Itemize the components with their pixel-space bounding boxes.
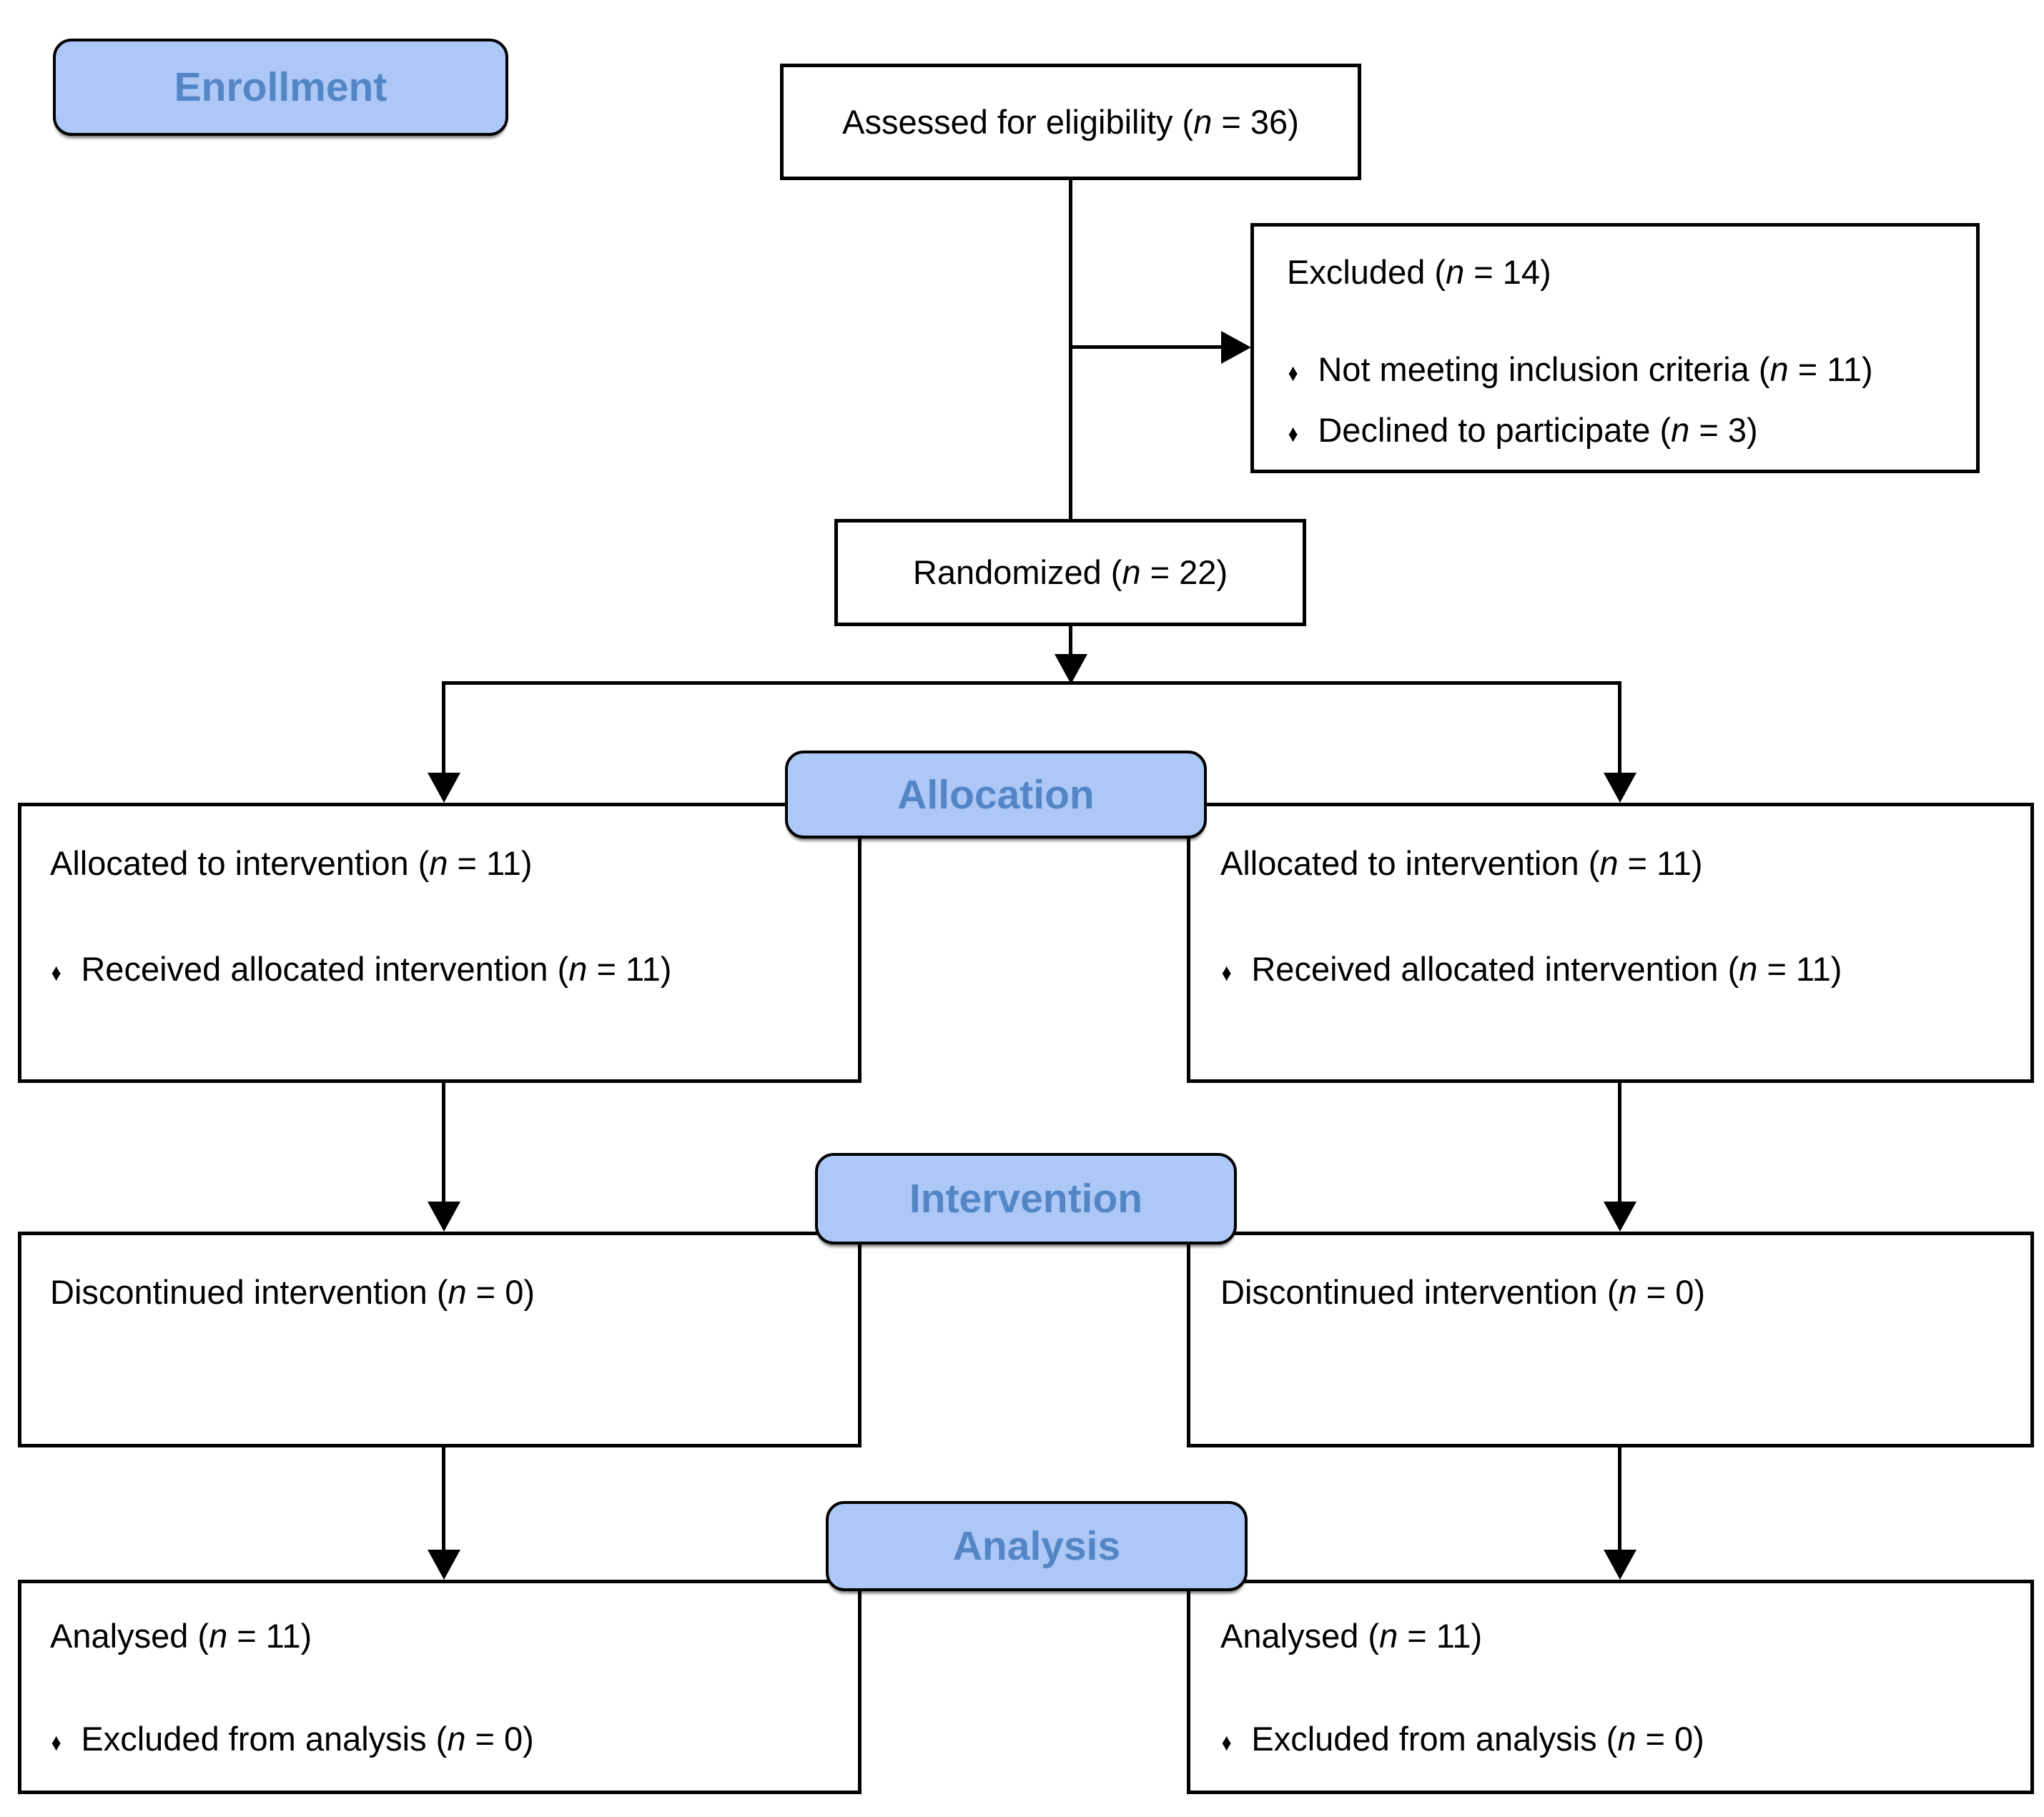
assessed-for-eligibility-box: Assessed for eligibility (n = 36) [780, 64, 1361, 180]
list-item: ♦ Excluded from analysis (n = 0) [1220, 1719, 2000, 1763]
randomized-arrowhead-icon [1055, 654, 1087, 684]
enrollment-stage-band: Enrollment [53, 39, 508, 136]
left-analysed-bullet-text: Excluded from analysis (n = 0) [81, 1720, 534, 1758]
analysis-stage-band: Analysis [826, 1501, 1248, 1591]
left-allocation-bullet-text: Received allocated intervention (n = 11) [81, 950, 672, 988]
right-analysed-box: Analysed (n = 11) ♦ Excluded from analys… [1187, 1580, 2034, 1794]
analysis-stage-label: Analysis [952, 1523, 1121, 1569]
diamond-bullet-icon: ♦ [1288, 420, 1298, 447]
allocation-stage-band: Allocation [785, 751, 1207, 838]
right-allocation-box: Allocated to intervention (n = 11) ♦ Rec… [1187, 803, 2034, 1083]
right-allocation-title: Allocated to intervention (n = 11) [1220, 844, 1703, 882]
right-allocation-to-intervention-line [1618, 1083, 1621, 1203]
right-discontinued-title: Discontinued intervention (n = 0) [1220, 1273, 1705, 1311]
intervention-stage-band: Intervention [815, 1153, 1237, 1244]
excluded-arrowhead-icon [1221, 331, 1251, 364]
list-item: ♦ Received allocated intervention (n = 1… [50, 949, 829, 993]
diamond-bullet-icon: ♦ [1221, 959, 1232, 986]
list-item: ♦ Excluded from analysis (n = 0) [50, 1719, 829, 1763]
split-to-right-allocation-line [1618, 681, 1621, 774]
excluded-box: Excluded (n = 14) ♦ Not meeting inclusio… [1250, 223, 1980, 473]
excluded-reason-text: Not meeting inclusion criteria (n = 11) [1318, 350, 1873, 388]
list-item: ♦ Not meeting inclusion criteria (n = 11… [1287, 350, 1943, 393]
left-allocation-arrowhead-icon [428, 773, 460, 803]
right-intervention-arrowhead-icon [1604, 1202, 1636, 1232]
right-analysed-bullet-text: Excluded from analysis (n = 0) [1251, 1720, 1704, 1758]
assessed-for-eligibility-text: Assessed for eligibility (n = 36) [842, 102, 1299, 141]
left-analysed-title: Analysed (n = 11) [50, 1617, 312, 1655]
randomized-box: Randomized (n = 22) [834, 519, 1306, 626]
left-analysis-arrowhead-icon [428, 1550, 460, 1580]
left-analysed-box: Analysed (n = 11) ♦ Excluded from analys… [18, 1580, 861, 1794]
left-allocation-title: Allocated to intervention (n = 11) [50, 844, 533, 882]
right-intervention-to-analysis-line [1618, 1447, 1621, 1551]
randomized-text: Randomized (n = 22) [912, 553, 1228, 591]
assessed-to-randomized-line [1069, 180, 1072, 519]
allocation-stage-label: Allocation [897, 771, 1095, 818]
left-intervention-to-analysis-line [442, 1447, 445, 1551]
diamond-bullet-icon: ♦ [51, 959, 61, 986]
intervention-stage-label: Intervention [909, 1176, 1143, 1222]
split-to-left-allocation-line [442, 681, 445, 774]
right-analysed-title: Analysed (n = 11) [1220, 1617, 1483, 1655]
left-allocation-box: Allocated to intervention (n = 11) ♦ Rec… [18, 803, 861, 1083]
diamond-bullet-icon: ♦ [1221, 1729, 1232, 1756]
left-intervention-arrowhead-icon [428, 1202, 460, 1232]
randomization-split-line [442, 681, 1621, 685]
randomized-to-split-line [1069, 626, 1072, 658]
list-item: ♦ Declined to participate (n = 3) [1287, 410, 1943, 454]
left-discontinued-title: Discontinued intervention (n = 0) [50, 1273, 535, 1311]
enrollment-stage-label: Enrollment [174, 64, 387, 110]
excluded-title: Excluded (n = 14) [1287, 253, 1551, 291]
right-discontinued-box: Discontinued intervention (n = 0) [1187, 1232, 2034, 1447]
right-analysis-arrowhead-icon [1604, 1550, 1636, 1580]
left-discontinued-box: Discontinued intervention (n = 0) [18, 1232, 861, 1447]
excluded-branch-line [1069, 345, 1221, 349]
list-item: ♦ Received allocated intervention (n = 1… [1220, 949, 2000, 993]
left-allocation-to-intervention-line [442, 1083, 445, 1203]
diamond-bullet-icon: ♦ [1288, 360, 1298, 387]
diamond-bullet-icon: ♦ [51, 1729, 61, 1756]
excluded-reason-text: Declined to participate (n = 3) [1318, 411, 1758, 449]
right-allocation-bullet-text: Received allocated intervention (n = 11) [1251, 950, 1842, 988]
right-allocation-arrowhead-icon [1604, 773, 1636, 803]
